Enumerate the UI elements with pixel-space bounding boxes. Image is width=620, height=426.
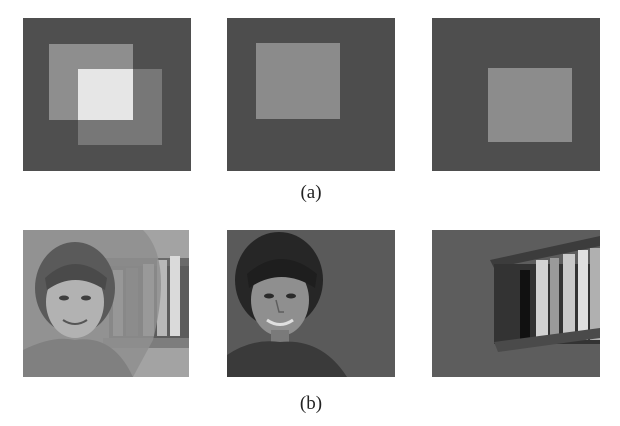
source-square-1-image — [227, 18, 395, 171]
mixed-squares-image — [23, 18, 191, 171]
source-portrait-image — [227, 230, 395, 377]
caption-a: (a) — [300, 182, 322, 203]
mixed-portrait-bookshelf-image — [23, 230, 189, 377]
source-bookshelf-image — [432, 230, 600, 377]
caption-b: (b) — [299, 393, 323, 414]
source-square-2-image — [432, 18, 600, 171]
